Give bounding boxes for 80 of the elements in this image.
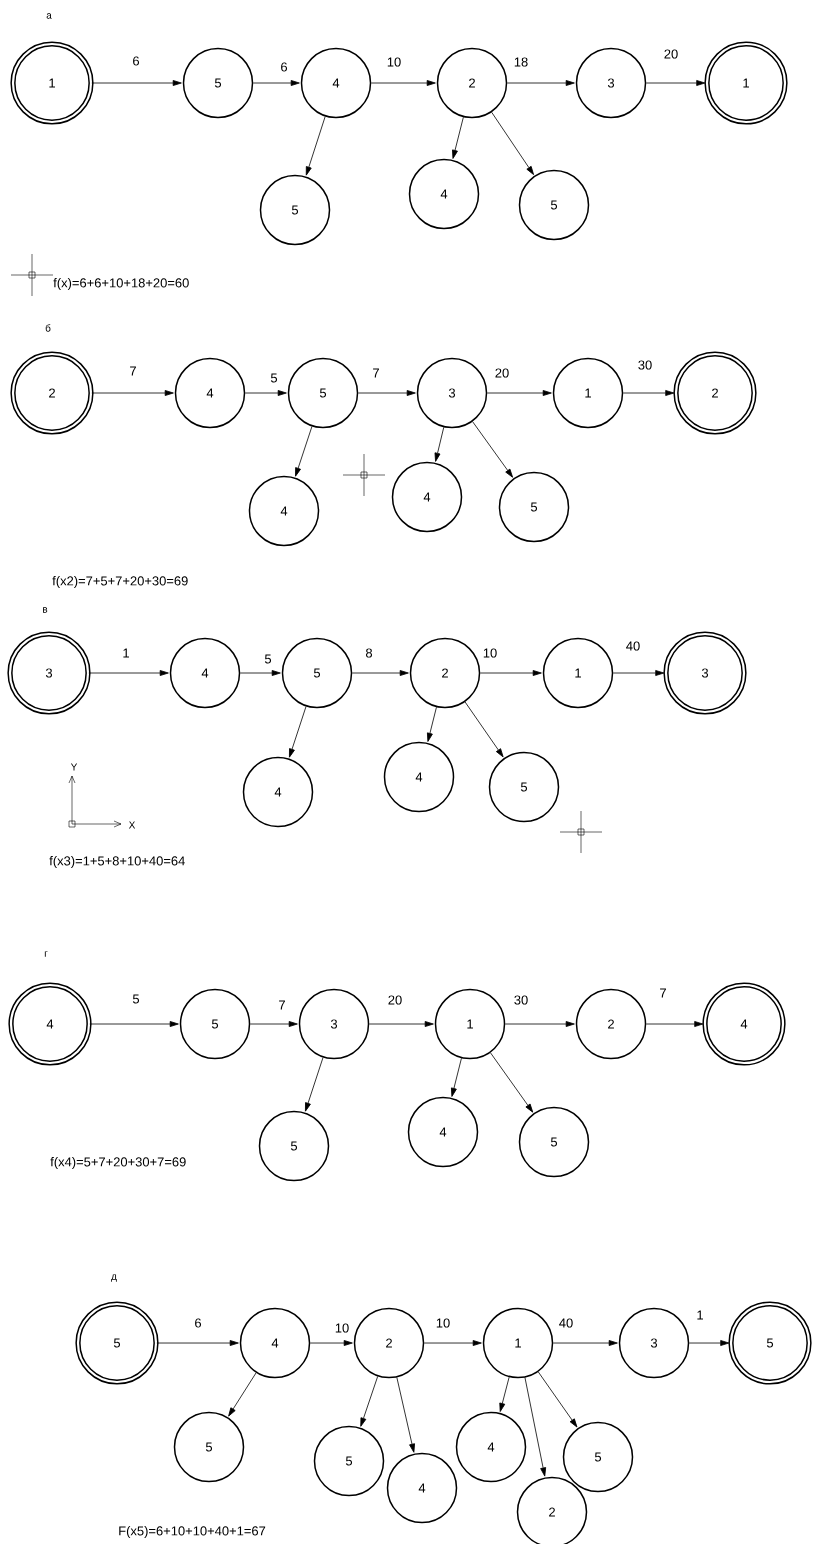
edge-label: 7 [128,365,138,377]
formula: f(x3)=1+5+8+10+40=64 [49,855,185,869]
panel-letter: г [44,951,48,957]
edge-label: 6 [279,61,289,73]
arrow [368,1021,434,1027]
arrow [305,116,326,176]
axis-label: X [128,821,136,829]
arrow [252,80,300,86]
edge-label: 5 [269,372,279,384]
edge-label: 6 [193,1317,203,1329]
arrow [249,1021,298,1027]
edge-label: 30 [512,994,530,1006]
edge-label: 1 [695,1309,705,1321]
formula: f(x4)=5+7+20+30+7=69 [50,1157,186,1170]
arrow [239,670,281,676]
arrow [228,1372,257,1417]
arrow [434,426,445,462]
arrow [370,80,436,86]
arrow [305,1057,324,1112]
arrow [309,1340,353,1346]
edge-label: 10 [434,1317,452,1329]
edge-label: 7 [371,367,381,379]
edge-label: 10 [481,647,499,659]
arrow [499,1376,510,1412]
edge-label: 7 [658,987,668,999]
panel-letter: а [46,13,52,19]
arrow [156,1340,239,1346]
arrow [491,111,534,175]
arrow [244,390,287,396]
edge-label: 8 [364,647,374,659]
edge-label: 20 [386,994,404,1006]
panel-letter: д [111,1274,117,1282]
edge-label: 30 [636,359,654,371]
arrow [91,390,174,396]
arrow [645,1021,704,1027]
arrow [524,1377,547,1477]
arrow [423,1340,482,1346]
arrow [396,1377,415,1453]
arrow [289,706,307,758]
formula: f(x)=6+6+10+18+20=60 [53,277,189,291]
edge-label: 20 [662,48,680,60]
arrow [479,670,542,676]
arrow [688,1340,730,1346]
edge-label: 18 [512,56,530,68]
edge-label: 7 [277,999,287,1011]
panel-letter: в [43,607,48,613]
arrow [504,1021,575,1027]
arrow [357,390,416,396]
arrow [486,390,552,396]
formula: F(x5)=6+10+10+40+1=67 [119,1526,266,1539]
axis-label: Y [70,763,78,771]
arrow [552,1340,618,1346]
edge-label: 20 [493,367,511,379]
edge-label: 10 [385,56,403,68]
edge-label: 40 [624,640,642,652]
panel-letter: б [45,324,51,332]
arrow [89,1021,179,1027]
arrow [464,701,504,758]
arrow [295,426,313,477]
arrow [91,80,182,86]
arrow [427,706,437,742]
arrow [351,670,409,676]
edge-label: 1 [121,647,131,659]
arrow [451,1057,462,1097]
formula: f(x2)=7+5+7+20+30=69 [52,575,188,589]
arrow [612,670,665,676]
arrow [472,421,513,478]
arrow [537,1371,578,1428]
arrow [88,670,169,676]
arrow [506,80,575,86]
arrow [645,80,706,86]
arrow [360,1376,379,1427]
edge-label: 6 [131,55,141,67]
edge-label: 40 [557,1317,575,1329]
arrow [452,116,464,159]
edge-label: 10 [333,1322,351,1334]
edge-label: 5 [263,653,273,665]
arrow [622,390,675,396]
arrow [490,1052,534,1113]
edge-label: 5 [131,993,141,1005]
